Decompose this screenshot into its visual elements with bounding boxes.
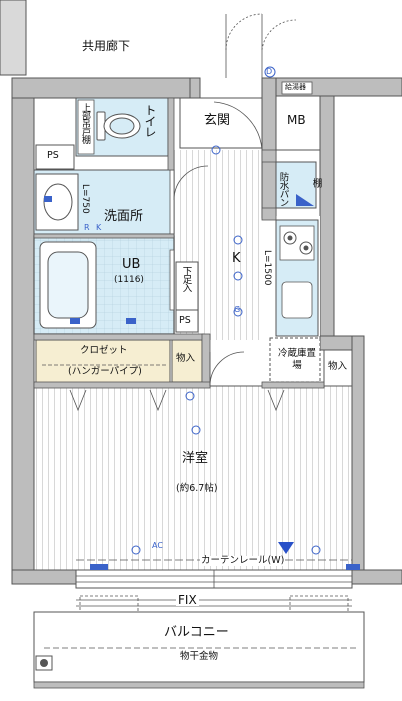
window-sash bbox=[75, 569, 353, 589]
washroom-door-line bbox=[169, 169, 175, 235]
water-heater-label: 給湯器 bbox=[285, 83, 306, 91]
ps-top-box bbox=[35, 144, 75, 170]
ps-top-label: PS bbox=[47, 150, 59, 161]
balcony-label: バルコニー bbox=[164, 625, 229, 640]
wash-basin bbox=[35, 173, 79, 231]
western-room-label: 洋室 bbox=[182, 451, 209, 466]
bathtub bbox=[39, 241, 97, 329]
mb-box bbox=[275, 95, 321, 151]
ub-size-label: (1116) bbox=[114, 275, 144, 285]
fridge-space bbox=[269, 337, 321, 383]
kitchen-counter bbox=[275, 219, 319, 337]
l1500-label: L=1500 bbox=[262, 250, 272, 286]
balcony-rail bbox=[33, 681, 365, 689]
waterproof-pan-label: 防水パン bbox=[277, 172, 289, 206]
water-heater-box bbox=[281, 81, 313, 95]
outlet-glyphs bbox=[44, 196, 360, 570]
ac-mark: AC bbox=[152, 541, 163, 550]
curtain-rail-label: カーテンレール(W) bbox=[200, 555, 286, 566]
shoe-box-label: 下足入 bbox=[180, 266, 192, 292]
ub-label: UB bbox=[122, 257, 141, 272]
electrical-markers bbox=[131, 66, 321, 555]
upper-cabinet-label: 上部吊戸棚 bbox=[80, 103, 90, 143]
upper-cabinet bbox=[77, 99, 95, 155]
balcony bbox=[33, 611, 365, 683]
outer-walls bbox=[11, 77, 402, 585]
bath-door bbox=[169, 249, 175, 311]
mb-label: MB bbox=[287, 113, 306, 127]
door-swings bbox=[173, 13, 297, 387]
closet bbox=[35, 339, 171, 385]
fix-label: FIX bbox=[176, 593, 199, 607]
right-storage bbox=[323, 349, 353, 387]
toilet-fixture bbox=[96, 111, 141, 141]
entrance-floor bbox=[179, 97, 263, 149]
corridor-label: 共用廊下 bbox=[82, 39, 131, 53]
right-shelf-label: 棚 bbox=[310, 178, 322, 187]
hanger-pipe-label: (ハンガーパイプ) bbox=[68, 366, 142, 377]
closet-label: クロゼット bbox=[80, 345, 128, 356]
clothes-dryer-label: 物干金物 bbox=[178, 651, 221, 662]
r-mark: R bbox=[84, 223, 90, 232]
kitchen-label: K bbox=[232, 251, 241, 266]
partition-walls bbox=[33, 97, 325, 389]
ps-mid-box bbox=[175, 309, 199, 333]
washroom-label: 洗面所 bbox=[104, 209, 144, 224]
ps-mid-label: PS bbox=[179, 315, 191, 326]
balcony-drain bbox=[35, 655, 53, 671]
fridge-label: 冷蔵庫置場 bbox=[277, 348, 316, 371]
k-mark: K bbox=[96, 223, 102, 232]
closet-door-marks bbox=[69, 389, 285, 412]
g-mark: G bbox=[234, 305, 241, 314]
d-mark: D bbox=[266, 67, 273, 76]
western-room-floor bbox=[33, 385, 353, 571]
corridor-pillar bbox=[0, 0, 27, 76]
l750-label: L=750 bbox=[80, 184, 90, 214]
entrance-label: 玄関 bbox=[204, 113, 231, 128]
right-storage-label: 物入 bbox=[328, 361, 348, 372]
room-size-label: (約6.7帖) bbox=[176, 483, 218, 494]
toilet-label: トイレ bbox=[143, 104, 157, 137]
curtain-arrow-icon bbox=[278, 542, 294, 554]
pan-drain bbox=[296, 194, 314, 206]
left-storage-label: 物入 bbox=[176, 353, 196, 364]
